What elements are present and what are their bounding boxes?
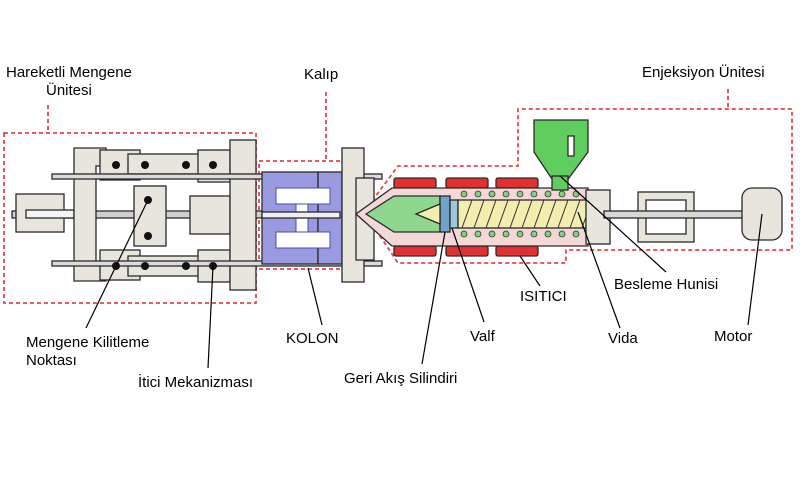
leader-clamp-lock [85,199,149,329]
label-heater: ISITICI [520,288,567,305]
cylinder-rod [25,209,75,219]
label-clamp-lock-points: Mengene Kilitleme Noktası [26,334,149,370]
clamp-unit [11,139,383,291]
leader-valve [451,227,485,323]
label-moving-clamp-unit-line1: Hareketli Mengene [6,64,132,81]
leader-hopper [559,175,667,273]
label-column: KOLON [286,330,339,347]
hopper-throat [551,175,569,191]
mold-cavity-2 [275,231,331,249]
leader-lines [85,175,763,369]
label-clamp-lock-points-line1: Mengene Kilitleme [26,334,150,351]
ejector-pin [261,211,341,219]
ejector-housing [189,195,231,235]
leader-screw [577,211,621,329]
injection-unit [354,119,783,257]
label-moving-clamp-unit-line2: Ünitesi [46,82,92,99]
leader-motor [747,213,763,326]
label-moving-clamp-unit: Hareketli Mengene Ünitesi [6,64,132,100]
leader-check-ring [421,231,446,365]
leader-column [307,267,323,326]
moving-platen [229,139,257,291]
hopper-slot [567,135,575,157]
mold-cavity [275,187,331,205]
tie-bar-top [51,173,383,180]
label-valve: Valf [470,328,495,345]
drive-shaft [603,210,753,219]
hopper [533,119,589,183]
screw-tip [414,203,441,225]
label-feed-hopper: Besleme Hunisi [614,276,719,293]
label-injection-unit: Enjeksiyon Ünitesi [642,64,765,81]
label-screw: Vida [608,330,638,347]
label-check-ring: Geri Akış Silindiri [344,370,458,387]
leader-heater [519,255,541,287]
label-clamp-lock-points-line2: Noktası [26,352,77,369]
heater-bands [393,177,539,257]
mold [261,147,375,283]
check-ring [439,195,451,233]
label-mold: Kalıp [304,66,339,83]
screw [457,199,609,229]
label-ejector-mechanism: İtici Mekanizması [138,374,254,391]
valve [449,199,459,229]
label-motor: Motor [714,328,753,345]
toggle-top-bar [127,153,209,175]
screw-balls [460,190,580,238]
leader-ejector [207,265,214,369]
